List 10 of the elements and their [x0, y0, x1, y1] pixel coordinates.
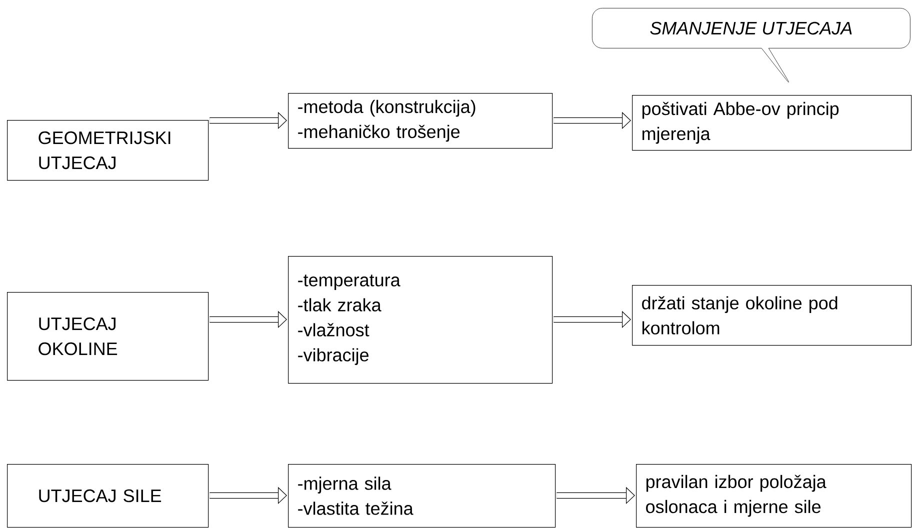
text-box: -temperatura -tlak zraka -vlažnost -vibracije	[288, 256, 553, 384]
text-box: UTJECAJ OKOLINE	[7, 292, 209, 381]
text-box: -metoda (konstrukcija) -mehaničko trošenje	[288, 93, 553, 149]
text-box: UTJECAJ SILE	[7, 464, 209, 528]
text-box: -mjerna sila -vlastita težina	[288, 464, 556, 528]
speech-bubble: SMANJENJE UTJECAJA	[592, 8, 910, 82]
text-box: pravilan izbor položaja oslonaca i mjerne sile	[636, 464, 912, 528]
text-box: poštivati Abbe-ov princip mjerenja	[632, 95, 912, 151]
text-box: GEOMETRIJSKI UTJECAJ	[7, 120, 209, 181]
text-box: držati stanje okoline pod kontrolom	[632, 285, 912, 346]
